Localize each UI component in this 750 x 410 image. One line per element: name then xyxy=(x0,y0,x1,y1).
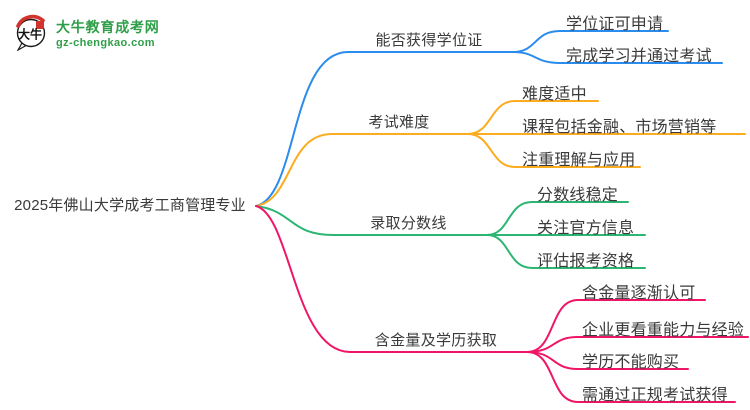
child-label-exam-difficulty-1: 课程包括金融、市场营销等 xyxy=(522,119,717,136)
connector-value-diploma-child-3 xyxy=(526,351,736,403)
connector-root-admission-score xyxy=(255,205,488,236)
connector-root-degree-cert xyxy=(255,51,514,207)
child-label-value-diploma-3: 需通过正规考试获得 xyxy=(582,387,728,404)
branch-label-admission-score: 录取分数线 xyxy=(370,215,447,232)
branch-admission-score-wires xyxy=(255,201,646,269)
connector-value-diploma-child-1 xyxy=(526,336,749,353)
logo-icon-text: 大牛 xyxy=(18,27,42,42)
child-label-value-diploma-2: 学历不能购买 xyxy=(582,354,680,371)
logo-red-arc-icon xyxy=(16,14,45,28)
branch-value-diploma-wires xyxy=(255,205,749,403)
connector-admission-score-child-0 xyxy=(486,201,629,236)
connector-exam-difficulty-child-0 xyxy=(467,100,599,135)
logo: 大牛 大牛教育成考网 gz-chengkao.com xyxy=(13,14,160,51)
child-label-exam-difficulty-2: 注重理解与应用 xyxy=(522,152,636,169)
branch-exam-difficulty-wires xyxy=(255,100,746,207)
logo-text-block: 大牛教育成考网 gz-chengkao.com xyxy=(56,14,160,50)
branch-degree-cert-wires xyxy=(255,30,723,207)
connector-degree-cert-child-1 xyxy=(512,51,723,64)
child-label-admission-score-2: 评估报考资格 xyxy=(537,253,635,270)
child-label-value-diploma-0: 含金量逐渐认可 xyxy=(582,285,696,302)
child-label-admission-score-1: 关注官方信息 xyxy=(537,220,635,237)
connector-exam-difficulty-child-2 xyxy=(467,133,641,168)
connector-value-diploma-child-2 xyxy=(526,351,689,370)
branch-label-value-diploma: 含金量及学历获取 xyxy=(374,332,498,349)
branch-label-degree-cert: 能否获得学位证 xyxy=(375,32,483,49)
site-url: gz-chengkao.com xyxy=(56,37,155,49)
connector-admission-score-child-2 xyxy=(486,234,646,269)
connector-degree-cert-child-0 xyxy=(512,30,669,53)
logo-icon: 大牛 xyxy=(16,14,46,51)
branch-label-exam-difficulty: 考试难度 xyxy=(368,114,430,131)
child-label-value-diploma-1: 企业更看重能力与经验 xyxy=(582,322,745,339)
child-label-degree-cert-1: 完成学习并通过考试 xyxy=(566,48,712,65)
logo-seal-icon xyxy=(36,21,44,29)
site-name: 大牛教育成考网 xyxy=(56,19,160,35)
connector-value-diploma-child-0 xyxy=(526,299,706,353)
root-node: 2025年佛山大学成考工商管理专业 xyxy=(14,197,246,214)
child-label-exam-difficulty-0: 难度适中 xyxy=(522,86,587,103)
child-label-degree-cert-0: 学位证可申请 xyxy=(566,16,664,33)
connector-root-value-diploma xyxy=(255,205,528,353)
connector-root-exam-difficulty xyxy=(255,133,469,207)
child-label-admission-score-0: 分数线稳定 xyxy=(537,187,619,204)
